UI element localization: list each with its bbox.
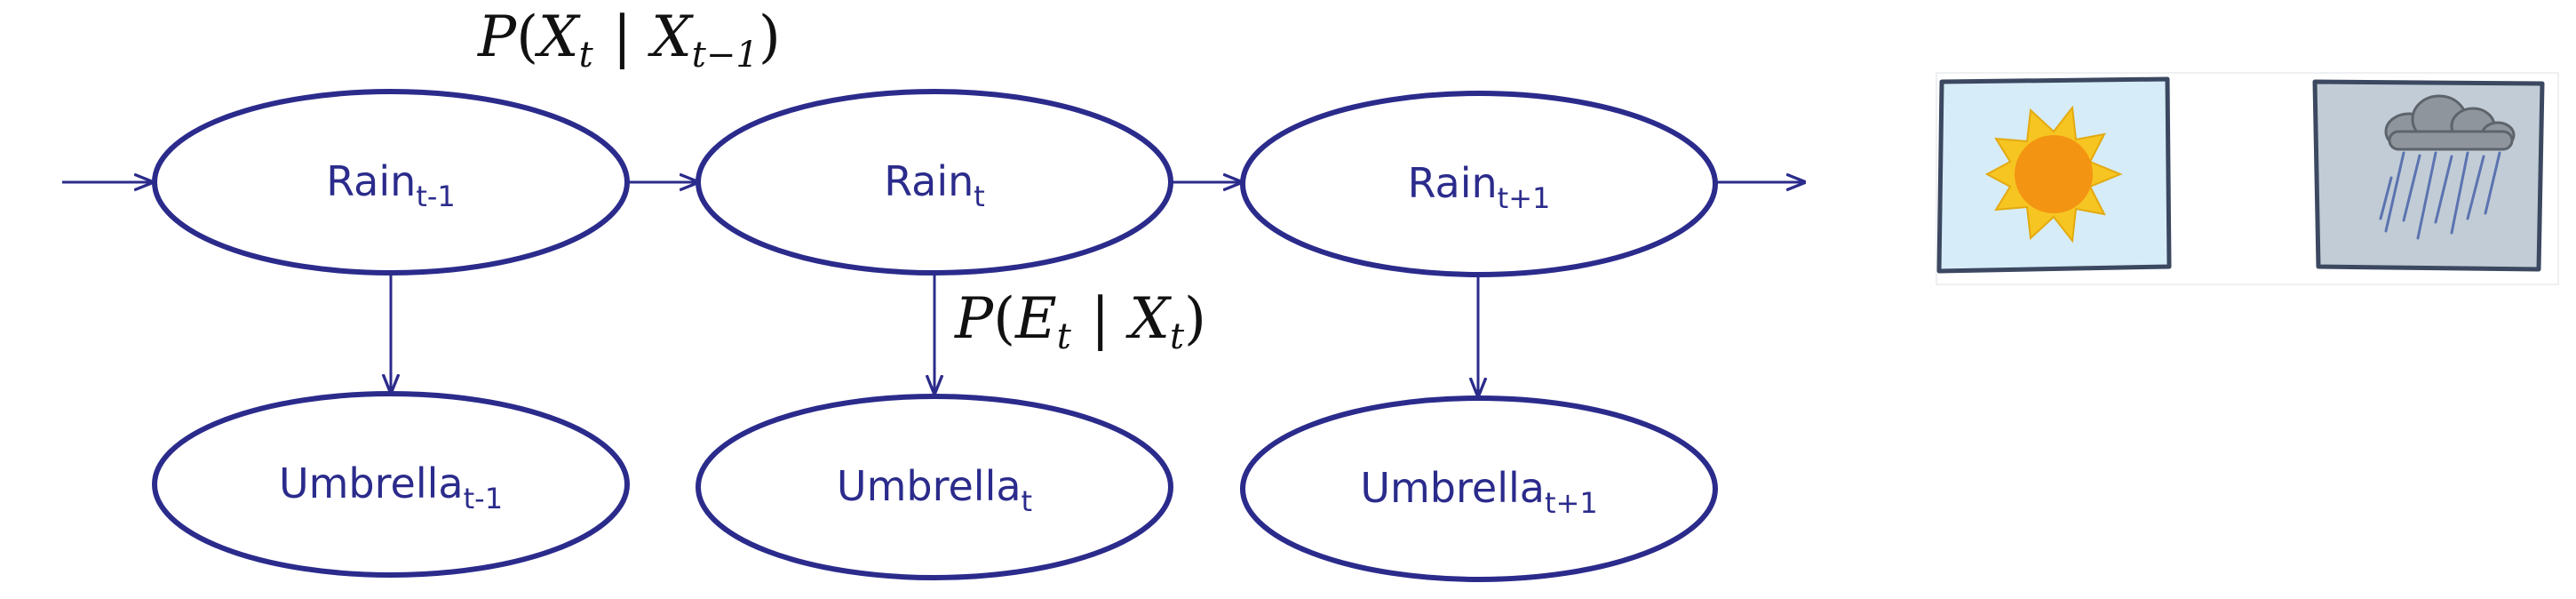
node-rain-curr: Raint bbox=[696, 89, 1173, 276]
svg-text:Raint: Raint bbox=[884, 157, 985, 213]
node-umbrella-curr: Umbrellat bbox=[696, 394, 1173, 580]
svg-text:Raint-1: Raint-1 bbox=[326, 157, 456, 213]
emission-formula: P(Et|Xt) bbox=[954, 286, 1206, 357]
node-rain-prev: Raint-1 bbox=[152, 89, 630, 276]
weather-image-strip bbox=[1936, 72, 2559, 285]
transition-formula: P(Xt|Xt−1) bbox=[477, 4, 781, 76]
svg-text:Umbrellat-1: Umbrellat-1 bbox=[279, 459, 503, 515]
svg-text:Umbrellat+1: Umbrellat+1 bbox=[1360, 464, 1597, 520]
rain-cloud-icon bbox=[2312, 79, 2545, 272]
svg-text:Umbrellat: Umbrellat bbox=[837, 462, 1032, 518]
node-umbrella-next: Umbrellat+1 bbox=[1240, 395, 1718, 582]
node-rain-next: Raint+1 bbox=[1240, 91, 1718, 277]
node-umbrella-prev: Umbrellat-1 bbox=[152, 391, 630, 578]
sun-icon bbox=[1936, 76, 2172, 274]
svg-text:Raint+1: Raint+1 bbox=[1408, 159, 1551, 215]
